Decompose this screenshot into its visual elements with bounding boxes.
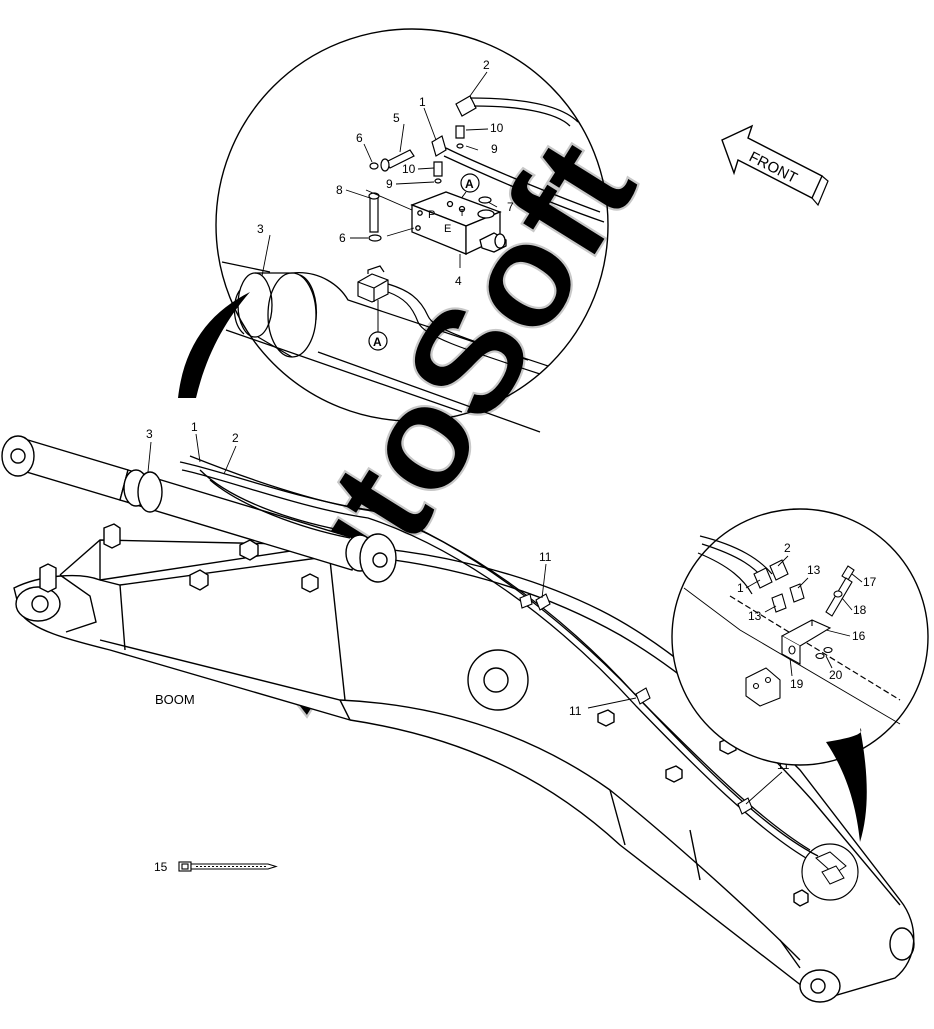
front-arrow-shadow: [811, 175, 829, 207]
right-callout-1: 1: [737, 581, 744, 595]
main-callout-3: 3: [146, 427, 153, 441]
marker-a-lower-text: A: [373, 335, 382, 349]
detail-hoses: [443, 97, 605, 223]
main-callout-2: 2: [232, 431, 239, 445]
right-detail-parts: [745, 559, 855, 707]
cable-tie: [178, 861, 278, 872]
right-callout-18: 18: [853, 603, 867, 617]
port-p-label: P: [428, 209, 435, 221]
detail-circle-top: [215, 28, 609, 422]
detail-fasteners: [368, 95, 492, 242]
front-arrow-shape: [721, 124, 823, 199]
right-detail-view: 1 2 13 13 16 17 18 19 20: [671, 508, 929, 901]
right-callout-19: 19: [790, 677, 804, 691]
callout-1: 1: [419, 95, 426, 109]
detail-callouts: 1 2 3 4 5 6 6 7 8 9 9 10 10: [257, 58, 514, 288]
detail-leader-top: [178, 292, 250, 398]
callout-10-left: 10: [402, 162, 416, 176]
callout-2: 2: [483, 58, 490, 72]
main-callout-1: 1: [191, 420, 198, 434]
callout-7: 7: [507, 200, 514, 214]
callout-9-right: 9: [491, 142, 498, 156]
main-callout-15: 15: [154, 860, 168, 874]
valve-block: P E T: [410, 191, 507, 256]
right-callout-17: 17: [863, 575, 877, 589]
right-callout-13-left: 13: [748, 609, 762, 623]
callout-10-right: 10: [490, 121, 504, 135]
callout-9-left: 9: [386, 177, 393, 191]
right-callout-16: 16: [852, 629, 866, 643]
boom-cylinder: [1, 435, 397, 583]
detail-cylinder: [221, 261, 541, 433]
main-callout-11-a: 11: [539, 550, 552, 564]
detail-marker-a-lower: A: [368, 300, 388, 351]
port-e-label: E: [444, 223, 451, 235]
callout-5: 5: [393, 111, 400, 125]
right-callout-13-right: 13: [807, 563, 821, 577]
front-arrow: FRONT: [721, 124, 829, 207]
detail-source-parts: [815, 851, 847, 885]
main-callout-11-b: 11: [569, 704, 582, 718]
main-callouts: 1 2 3 11 11 11 15: [146, 420, 790, 874]
detail-leader-right: [826, 728, 867, 842]
callout-6-upper: 6: [356, 131, 363, 145]
callout-4: 4: [455, 274, 462, 288]
right-callout-20: 20: [829, 668, 843, 682]
detail-source-circle: [801, 843, 859, 901]
callout-6-lower: 6: [339, 231, 346, 245]
callout-3: 3: [257, 222, 264, 236]
port-t-label: T: [459, 208, 465, 219]
marker-a-upper-text: A: [465, 177, 474, 191]
detail-pipe-clamp: [357, 265, 549, 375]
boom-clamps: [519, 593, 753, 815]
right-detail-callouts: 1 2 13 13 16 17 18 19 20: [737, 541, 877, 691]
top-detail-view: A A P E T: [178, 28, 609, 433]
detail-leaders: [261, 71, 498, 277]
boom-label: BOOM: [155, 692, 195, 707]
right-callout-2: 2: [784, 541, 791, 555]
callout-8: 8: [336, 183, 343, 197]
